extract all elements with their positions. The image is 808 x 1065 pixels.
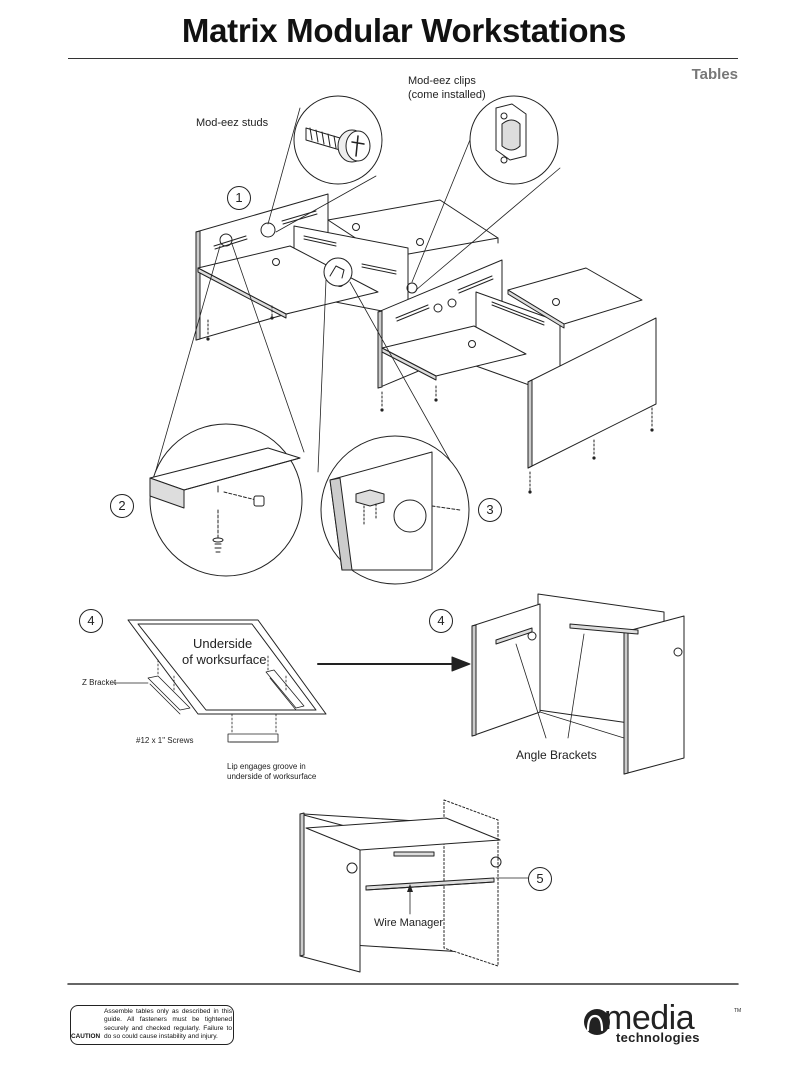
step-3-badge: 3 (478, 498, 502, 522)
frame-angle-brackets-drawing (471, 593, 685, 775)
logo-media-text: media (604, 999, 695, 1037)
caution-label: CAUTION (71, 1033, 101, 1040)
section-label: Tables (691, 66, 738, 83)
underside-label-line2: of worksurface (182, 652, 267, 667)
angle-bracket-detail-circle (320, 435, 470, 585)
z-bracket-label: Z Bracket (82, 678, 117, 687)
caution-text: Assemble tables only as described in thi… (104, 1008, 232, 1041)
logo-trademark: TM (734, 1008, 742, 1014)
clips-detail-circle (469, 95, 559, 185)
exploded-assembly-drawing (195, 193, 657, 494)
header-divider (68, 58, 738, 59)
caution-box (70, 1005, 234, 1045)
media-logo-mark-icon (584, 1009, 610, 1035)
angle-brackets-label: Angle Brackets (516, 748, 597, 762)
step-5-badge: 5 (528, 867, 552, 891)
wire-manager-label: Wire Manager (374, 917, 444, 929)
step-4-badge-right: 4 (429, 609, 453, 633)
step-2-badge: 2 (110, 494, 134, 518)
z-bracket-detail-circle (149, 423, 303, 577)
underside-label-line1: Underside (193, 636, 253, 651)
lip-label-line2: underside of worksurface (227, 772, 317, 781)
studs-detail-circle (293, 95, 383, 185)
wire-manager-drawing (299, 799, 531, 973)
worksurface-underside-drawing (113, 619, 327, 743)
logo-technologies-text: technologies (616, 1030, 700, 1045)
step-4-badge-left: 4 (79, 609, 103, 633)
lip-label-line1: Lip engages groove in (227, 762, 306, 771)
screws-label: #12 x 1" Screws (136, 736, 194, 745)
page-title: Matrix Modular Workstations (181, 12, 627, 49)
studs-label: Mod-eez studs (196, 117, 269, 129)
arrow-right-icon (317, 656, 471, 672)
clips-label-line1: Mod-eez clips (408, 75, 476, 87)
clips-label-line2: (come installed) (408, 89, 486, 101)
step-1-badge: 1 (227, 186, 251, 210)
